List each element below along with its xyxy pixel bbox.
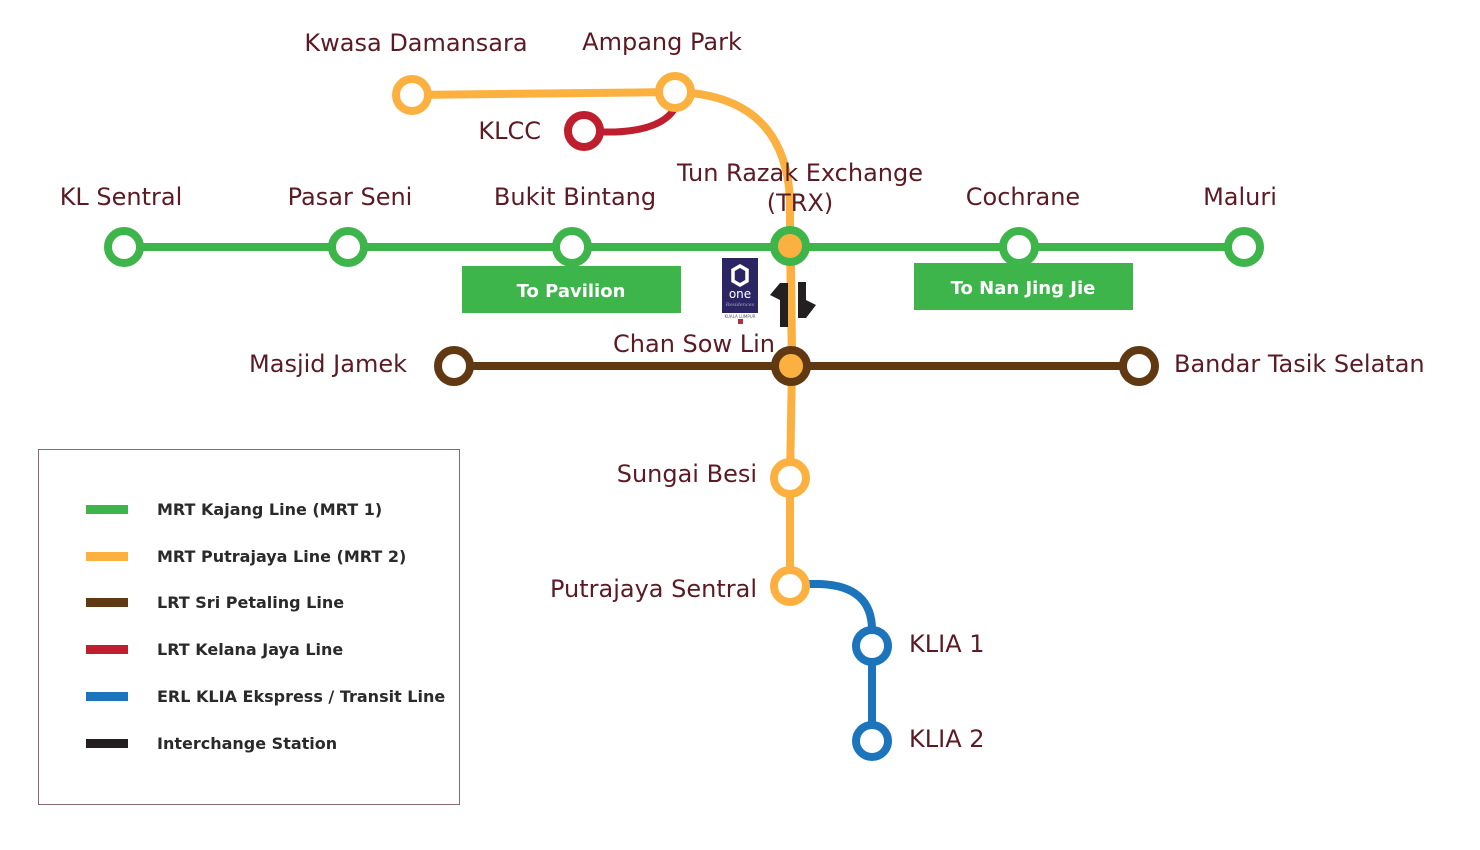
- legend-swatch: [86, 551, 128, 561]
- label-ampang-park: Ampang Park: [582, 28, 742, 56]
- station-klia2[interactable]: [852, 721, 892, 761]
- station-chan-sow-lin[interactable]: [771, 346, 811, 386]
- label-klcc: KLCC: [478, 117, 541, 145]
- label-klia2: KLIA 2: [909, 725, 985, 753]
- legend-item-erl: ERL KLIA Ekspress / Transit Line: [86, 684, 445, 708]
- legend-item-kajang: MRT Kajang Line (MRT 1): [86, 497, 382, 521]
- label-kl-sentral: KL Sentral: [60, 183, 183, 211]
- label-pasar-seni: Pasar Seni: [288, 183, 413, 211]
- to-pavilion-label: To Pavilion: [517, 281, 626, 302]
- legend-swatch: [86, 597, 128, 607]
- legend-item-kelana-jaya: LRT Kelana Jaya Line: [86, 637, 343, 661]
- station-kwasa-damansara[interactable]: [392, 75, 432, 115]
- label-putrajaya-sentral: Putrajaya Sentral: [550, 575, 757, 603]
- station-trx[interactable]: [770, 226, 810, 266]
- station-ampang-park[interactable]: [655, 72, 695, 112]
- label-trx-line2: (TRX): [767, 189, 834, 217]
- kelana-jaya-line: [584, 106, 679, 136]
- label-masjid-jamek: Masjid Jamek: [249, 350, 407, 378]
- hexagon-logo-icon: [731, 264, 749, 287]
- station-putrajaya-sentral[interactable]: [770, 566, 810, 606]
- legend-swatch: [86, 504, 128, 514]
- label-sungai-besi: Sungai Besi: [617, 460, 757, 488]
- station-maluri[interactable]: [1224, 227, 1264, 267]
- legend-label: MRT Kajang Line (MRT 1): [157, 499, 383, 519]
- one-residences-logo: one Residences KUALA LUMPUR: [722, 258, 758, 324]
- legend-label: LRT Sri Petaling Line: [157, 592, 345, 612]
- station-pasar-seni[interactable]: [328, 227, 368, 267]
- station-kl-sentral[interactable]: [104, 227, 144, 267]
- logo-city: KUALA LUMPUR: [724, 314, 756, 319]
- putrajaya-line-overlay: [787, 261, 796, 351]
- logo-word: one: [728, 287, 752, 301]
- station-bukit-bintang[interactable]: [552, 227, 592, 267]
- label-maluri: Maluri: [1203, 183, 1277, 211]
- label-bukit-bintang: Bukit Bintang: [494, 183, 656, 211]
- legend-swatch: [86, 738, 128, 748]
- label-klia1: KLIA 1: [909, 630, 985, 658]
- legend-label: LRT Kelana Jaya Line: [157, 639, 344, 659]
- logo-sub: Residences: [725, 302, 755, 308]
- logo-mark-icon: [737, 319, 743, 324]
- label-chan-sow-lin: Chan Sow Lin: [613, 330, 775, 358]
- erl-line: [790, 580, 876, 740]
- label-trx-line1: Tun Razak Exchange: [676, 159, 923, 187]
- legend-swatch: [86, 691, 128, 701]
- label-bandar-tasik-selatan: Bandar Tasik Selatan: [1174, 350, 1425, 378]
- station-sungai-besi[interactable]: [770, 458, 810, 498]
- station-cochrane[interactable]: [999, 227, 1039, 267]
- to-pavilion-note: To Pavilion: [462, 266, 681, 313]
- legend-label: ERL KLIA Ekspress / Transit Line: [157, 686, 446, 706]
- label-kwasa-damansara: Kwasa Damansara: [304, 29, 527, 57]
- legend-label: MRT Putrajaya Line (MRT 2): [157, 546, 407, 566]
- to-nan-jing-jie-label: To Nan Jing Jie: [951, 278, 1096, 299]
- legend-label: Interchange Station: [157, 733, 338, 753]
- station-klia1[interactable]: [852, 626, 892, 666]
- legend-item-interchange: Interchange Station: [86, 731, 337, 755]
- legend: MRT Kajang Line (MRT 1) MRT Putrajaya Li…: [38, 449, 460, 805]
- label-cochrane: Cochrane: [966, 183, 1080, 211]
- legend-item-putrajaya: MRT Putrajaya Line (MRT 2): [86, 544, 406, 568]
- station-klcc[interactable]: [564, 111, 604, 151]
- legend-item-sri-petaling: LRT Sri Petaling Line: [86, 590, 344, 614]
- station-masjid-jamek[interactable]: [434, 346, 474, 386]
- legend-swatch: [86, 644, 128, 654]
- to-nan-jing-jie-note: To Nan Jing Jie: [914, 263, 1133, 310]
- interchange-arrows-icon: [770, 282, 816, 327]
- station-bandar-tasik-selatan[interactable]: [1119, 346, 1159, 386]
